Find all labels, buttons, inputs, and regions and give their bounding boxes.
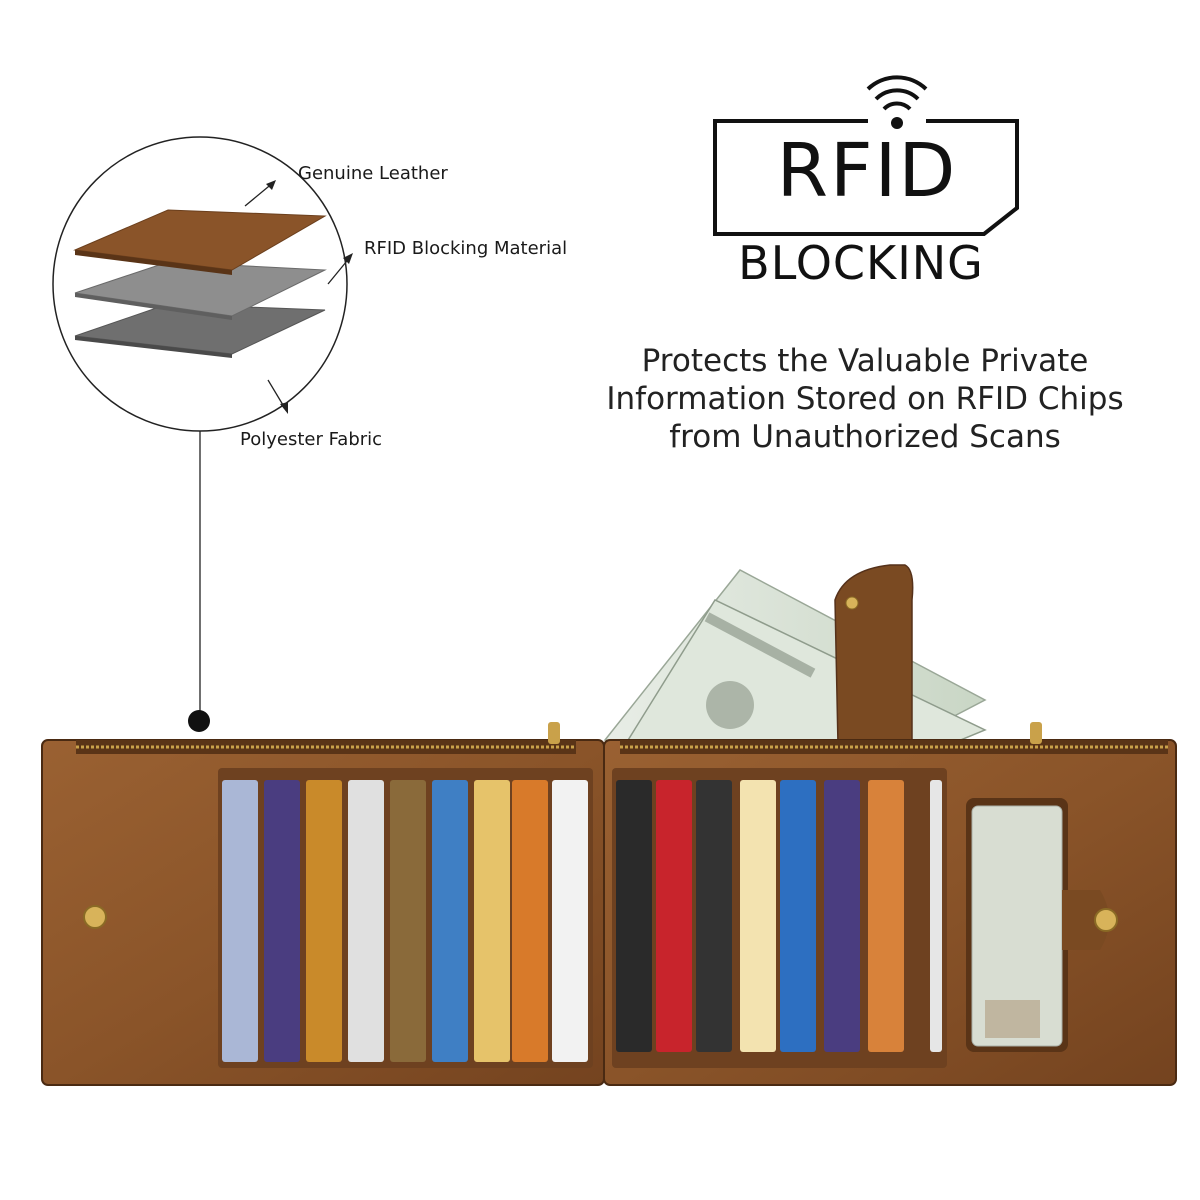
headline-line-1: Protects the Valuable Private [641, 343, 1089, 379]
rfid-title: RFID [776, 128, 958, 214]
left-snap-button [83, 905, 107, 929]
headline-line-3: from Unauthorized Scans [669, 419, 1061, 455]
headline-line-2: Information Stored on RFID Chips [606, 381, 1124, 417]
polyester-layer [74, 303, 326, 355]
wifi-signal-icon [866, 75, 928, 129]
connector-dot [188, 710, 210, 732]
right-snap-button [1094, 908, 1118, 932]
cash-bills [603, 569, 987, 766]
polyester-fabric-label: Polyester Fabric [240, 429, 383, 450]
right-card-slots [612, 768, 947, 1068]
headline: Protects the Valuable Private Informatio… [560, 342, 1170, 456]
layers-diagram [52, 136, 353, 732]
rfid-material-label: RFID Blocking Material [364, 238, 568, 259]
genuine-leather-label: Genuine Leather [298, 163, 448, 184]
rfid-badge [713, 75, 1019, 236]
id-window [966, 798, 1118, 1052]
left-card-slots [218, 768, 593, 1068]
snap-tab [834, 564, 914, 746]
blocking-subtitle: BLOCKING [738, 236, 984, 290]
